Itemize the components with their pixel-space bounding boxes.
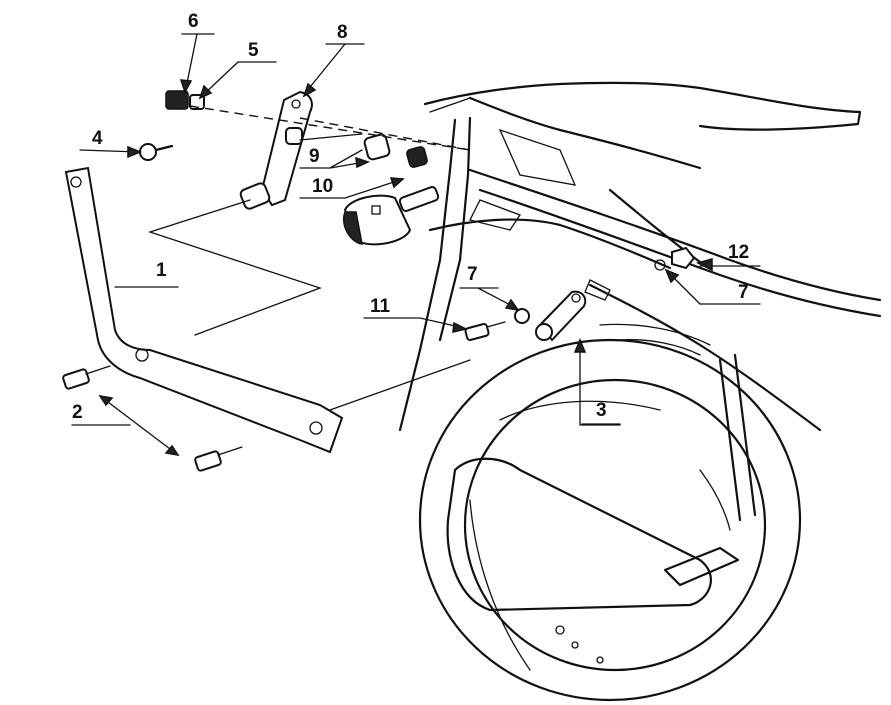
callouts: 1 2 3 4 5 6 — [71, 11, 761, 457]
callout-3: 3 — [573, 338, 621, 425]
assembly-lines — [147, 105, 621, 426]
callout-11: 11 — [363, 296, 469, 333]
callout-1: 1 — [114, 260, 179, 288]
svg-text:2: 2 — [72, 402, 83, 423]
callout-9: 9 — [299, 133, 371, 169]
callout-5: 5 — [198, 40, 277, 100]
frame-slider-10 — [343, 186, 440, 246]
svg-text:7: 7 — [738, 282, 749, 303]
svg-text:4: 4 — [92, 128, 103, 149]
svg-text:3: 3 — [596, 400, 607, 421]
svg-text:8: 8 — [337, 22, 348, 43]
nut-6 — [165, 90, 189, 110]
bolt-11 — [464, 321, 506, 341]
callout-7-right: 7 — [664, 268, 761, 305]
callout-12: 12 — [695, 242, 761, 272]
bolt-4 — [139, 143, 174, 161]
washer-7-lower — [514, 308, 530, 324]
bolt-2-lower — [194, 446, 243, 472]
svg-text:5: 5 — [248, 40, 259, 61]
callout-10: 10 — [299, 176, 405, 199]
svg-text:9: 9 — [309, 146, 320, 167]
callout-8: 8 — [302, 22, 365, 98]
callout-7-left: 7 — [459, 264, 520, 312]
svg-text:1: 1 — [156, 260, 167, 281]
spacer-9 — [363, 133, 428, 168]
nut-12 — [671, 246, 696, 270]
callout-2: 2 — [71, 394, 180, 457]
rail-bracket-1 — [64, 166, 344, 454]
callout-6: 6 — [179, 11, 215, 94]
svg-text:6: 6 — [188, 11, 199, 32]
callout-4: 4 — [79, 128, 142, 159]
bolt-2-upper — [62, 365, 111, 390]
svg-text:11: 11 — [370, 296, 391, 317]
svg-text:7: 7 — [467, 264, 478, 285]
lower-bracket — [535, 290, 587, 342]
svg-text:12: 12 — [728, 242, 749, 263]
svg-text:10: 10 — [312, 176, 333, 197]
mounting-plate-8 — [239, 90, 313, 210]
motorcycle-rear — [398, 81, 882, 702]
